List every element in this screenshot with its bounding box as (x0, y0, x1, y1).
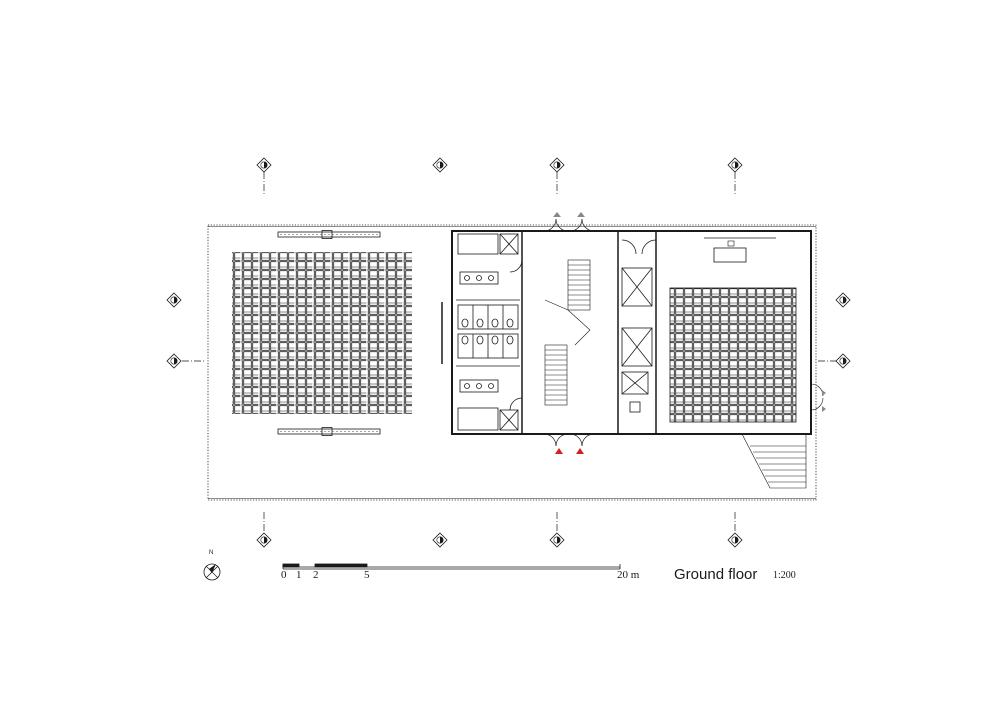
exterior-stair (741, 433, 807, 489)
bench-bottom (277, 427, 381, 436)
scale-tick-20: 20 m (617, 569, 640, 581)
outdoor-seating (232, 252, 412, 414)
north-arrow-icon (203, 563, 221, 581)
scale-ratio: 1:200 (773, 570, 796, 581)
restroom-block (456, 233, 523, 431)
entrance-arrow-icon (555, 448, 584, 454)
scale-bar (282, 563, 621, 570)
entrance-doors (543, 212, 595, 447)
drawing-title: Ground floor (674, 566, 758, 583)
scale-tick-5: 5 (364, 569, 370, 581)
scale-tick-2: 2 (313, 569, 319, 581)
scale-tick-1: 1 (296, 569, 302, 581)
bench-top (277, 230, 381, 239)
building-walls (441, 230, 812, 435)
grid-axis-lines (182, 172, 836, 534)
lobby-stairs (544, 259, 591, 406)
side-doors (810, 383, 826, 412)
elevator-shafts (621, 239, 657, 413)
auditorium (669, 237, 797, 423)
deck-outline (207, 224, 817, 501)
scale-tick-0: 0 (281, 569, 287, 581)
north-label: N (209, 550, 214, 556)
